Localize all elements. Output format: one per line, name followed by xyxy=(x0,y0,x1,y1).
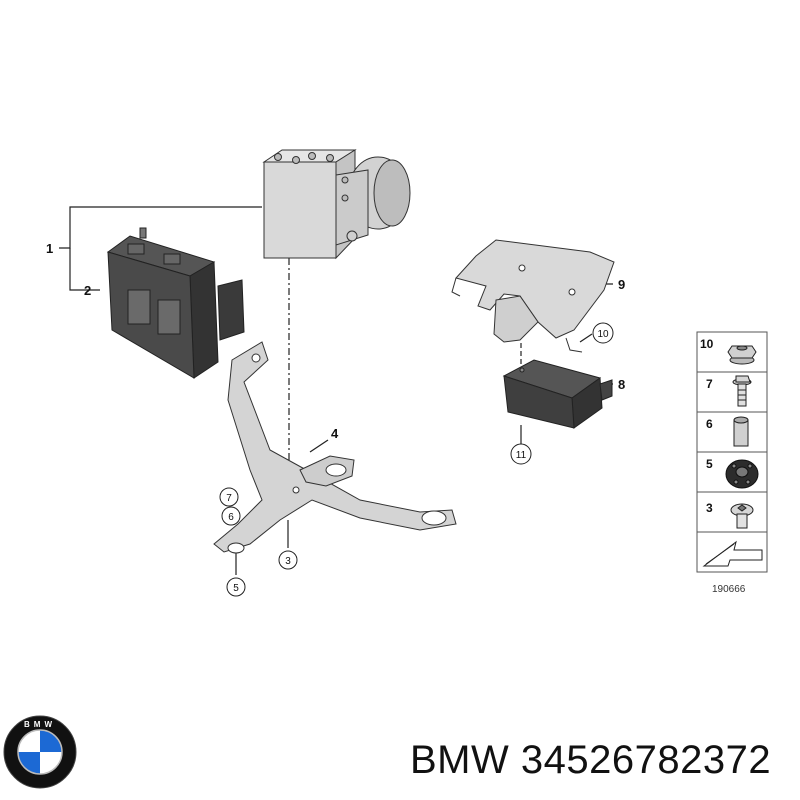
part-caption: BMW 34526782372 xyxy=(410,735,795,785)
leader-2 xyxy=(69,248,100,291)
upper-bracket-illustration xyxy=(451,239,615,353)
control-module-illustration xyxy=(106,227,245,379)
figure-reference-number: 190666 xyxy=(712,584,746,595)
callout-7: 7 xyxy=(226,493,232,504)
legend-item-number: 6 xyxy=(706,417,713,431)
bmw-logo: BMW xyxy=(3,715,77,789)
torx-screw-icon xyxy=(730,503,754,529)
legend-item-number: 10 xyxy=(700,337,714,351)
legend-item-number: 7 xyxy=(706,377,713,391)
part-number: 34526782372 xyxy=(520,738,772,782)
hydraulic-unit-illustration xyxy=(262,149,411,260)
mounting-bracket-illustration xyxy=(213,341,457,554)
brand-name: BMW xyxy=(410,738,510,782)
callout-3: 3 xyxy=(285,556,291,567)
leader-10 xyxy=(579,333,593,343)
legend-item-number: 3 xyxy=(706,501,713,515)
callout-6: 6 xyxy=(228,512,234,523)
legend-item-number: 5 xyxy=(706,457,713,471)
rubber-grommet-icon xyxy=(725,459,759,489)
hex-bolt-icon xyxy=(732,375,752,407)
callout-labels: 1 2 4 9 8 7 6 5 3 10 11 xyxy=(46,241,625,597)
callout-1: 1 xyxy=(46,241,53,256)
sensor-unit-illustration xyxy=(502,359,613,429)
callout-8: 8 xyxy=(618,377,625,392)
leader-1 xyxy=(59,206,262,249)
callout-11: 11 xyxy=(516,450,527,461)
leader-4 xyxy=(309,439,329,453)
flange-nut-icon xyxy=(727,345,757,365)
callout-9: 9 xyxy=(618,277,625,292)
svg-text:BMW: BMW xyxy=(24,720,56,729)
bushing-sleeve-icon xyxy=(733,416,749,447)
callout-2: 2 xyxy=(84,283,91,298)
callout-10: 10 xyxy=(597,329,609,340)
hardware-legend: 10 7 6 5 3 xyxy=(696,331,768,595)
callout-5: 5 xyxy=(233,583,239,594)
direction-arrow-icon xyxy=(702,540,763,567)
callout-4: 4 xyxy=(331,426,339,441)
